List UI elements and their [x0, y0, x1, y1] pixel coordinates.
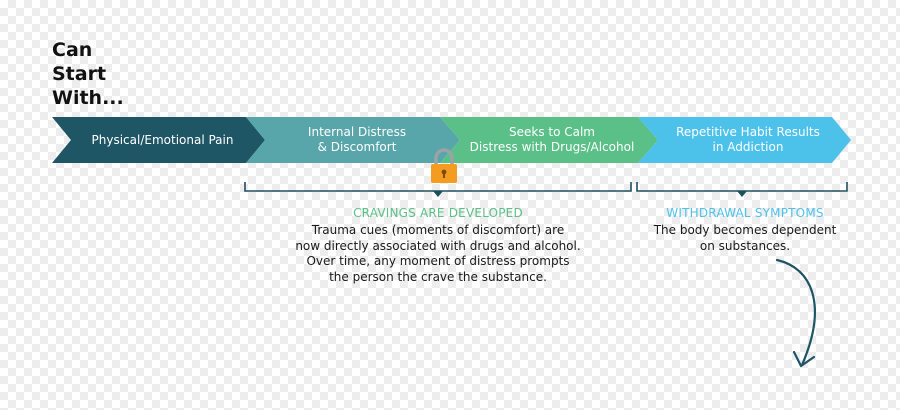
step-label-line: & Discomfort [317, 140, 397, 154]
start-title-line: Start [52, 63, 107, 85]
step-label-line: Seeks to Calm [508, 125, 595, 139]
start-title-line: Can [52, 39, 93, 61]
cravings-description-line: Over time, any moment of distress prompt… [306, 254, 570, 268]
cravings-bracket-pointer [433, 191, 443, 197]
cravings-description-line: now directly associated with drugs and a… [295, 238, 581, 253]
withdrawal-description-line: on substances. [699, 238, 791, 253]
step-chevron-seeks-calm [440, 117, 658, 163]
step-label-seeks-calm: Seeks to Calm Distress with Drugs/Alcoho… [454, 117, 650, 163]
withdrawal-bracket [636, 182, 848, 192]
step-chevron-physical-pain [52, 117, 265, 163]
step-label-line: Distress with Drugs/Alcohol [469, 140, 635, 154]
step-label-line: Internal Distress [307, 125, 407, 139]
step-label-line: in Addiction [712, 140, 784, 154]
step-label-habit-addiction: Repetitive Habit Results in Addiction [654, 117, 842, 163]
cravings-bracket [244, 182, 632, 192]
withdrawal-description: The body becomes dependent on substances… [640, 223, 850, 254]
start-title: Can Start With... [52, 38, 124, 110]
step-label-physical-pain: Physical/Emotional Pain [70, 117, 255, 163]
padlock-icon [431, 148, 457, 183]
cravings-title: CRAVINGS ARE DEVELOPED [353, 206, 523, 220]
step-chevron-internal-distress [246, 117, 460, 163]
step-label-internal-distress: Internal Distress & Discomfort [262, 117, 452, 163]
curved-arrow-icon [775, 258, 816, 368]
withdrawal-description-line: The body becomes dependent [653, 223, 837, 237]
cravings-description: Trauma cues (moments of discomfort) are … [268, 223, 608, 285]
step-label-line: Repetitive Habit Results [676, 125, 820, 139]
withdrawal-title: WITHDRAWAL SYMPTOMS [666, 206, 824, 220]
step-chevron-habit-addiction [638, 117, 851, 163]
start-title-line: With... [52, 87, 124, 109]
cravings-description-line: the person the crave the substance. [329, 269, 547, 284]
withdrawal-bracket-pointer [737, 191, 747, 197]
step-label-line: Physical/Emotional Pain [91, 132, 234, 147]
cravings-description-line: Trauma cues (moments of discomfort) are [311, 223, 565, 237]
